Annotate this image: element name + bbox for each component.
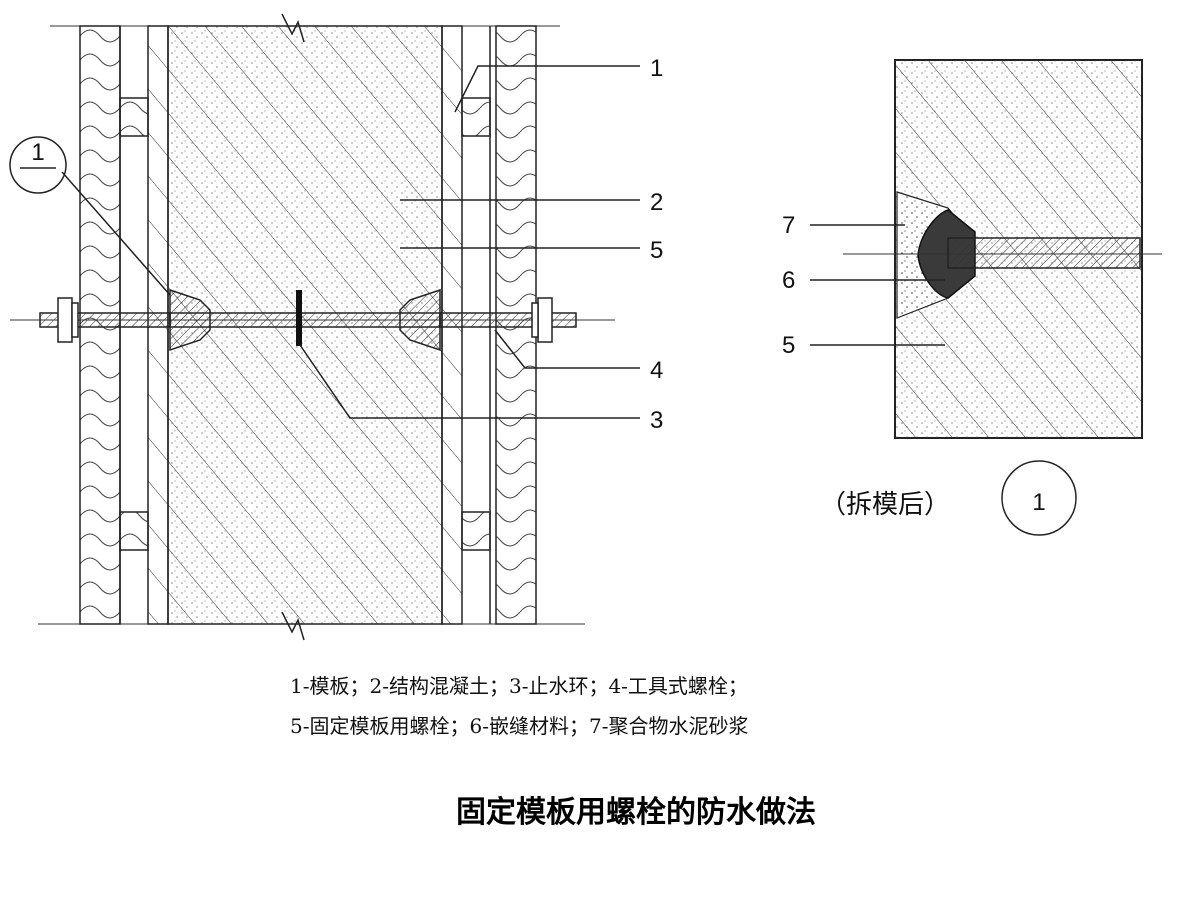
legend-line-2: 5-固定模板用螺栓；6-嵌缝材料；7-聚合物水泥砂浆 <box>290 714 748 738</box>
formwork-left-block-bottom <box>119 511 149 551</box>
nut-left <box>57 297 73 343</box>
detail-after-formwork-removal: 7 6 5 （拆模后） 1 <box>782 59 1162 536</box>
formwork-left-block-top <box>119 97 149 137</box>
diagram-title: 固定模板用螺栓的防水做法 <box>456 795 816 830</box>
leader-1 <box>454 65 640 113</box>
break-mark-top <box>281 13 305 43</box>
detail-callout-7: 7 <box>782 212 795 239</box>
nut-right <box>537 297 553 343</box>
washer-right <box>531 302 539 338</box>
callout-2: 2 <box>650 189 663 216</box>
legend-line-1: 1-模板；2-结构混凝土；3-止水环；4-工具式螺栓； <box>290 674 748 698</box>
callout-3: 3 <box>650 407 663 434</box>
cone-plug-left <box>169 288 211 352</box>
leader-4 <box>494 329 640 369</box>
section-marker: 1 <box>9 136 171 296</box>
break-mark-bottom <box>281 611 305 641</box>
section-marker-label: 1 <box>31 139 44 166</box>
detail-bolt <box>947 237 1141 269</box>
callout-4: 4 <box>650 357 663 384</box>
water-stop-ring <box>296 290 302 346</box>
main-section: 1 1 2 5 4 3 <box>9 13 663 641</box>
detail-marker-label: 1 <box>1032 489 1045 516</box>
detail-callout-6: 6 <box>782 267 795 294</box>
detail-callout-5: 5 <box>782 332 795 359</box>
detail-marker-circle <box>1001 460 1077 536</box>
cone-plug-right <box>399 288 441 352</box>
detail-caption: （拆模后） <box>820 490 950 520</box>
formwork-right-block-bottom <box>461 511 491 551</box>
callout-1: 1 <box>650 55 663 82</box>
callout-5: 5 <box>650 237 663 264</box>
leader-3 <box>299 344 640 419</box>
washer-left <box>71 302 79 338</box>
tool-bolt-right <box>439 312 577 328</box>
formwork-right-block-top <box>461 97 491 137</box>
